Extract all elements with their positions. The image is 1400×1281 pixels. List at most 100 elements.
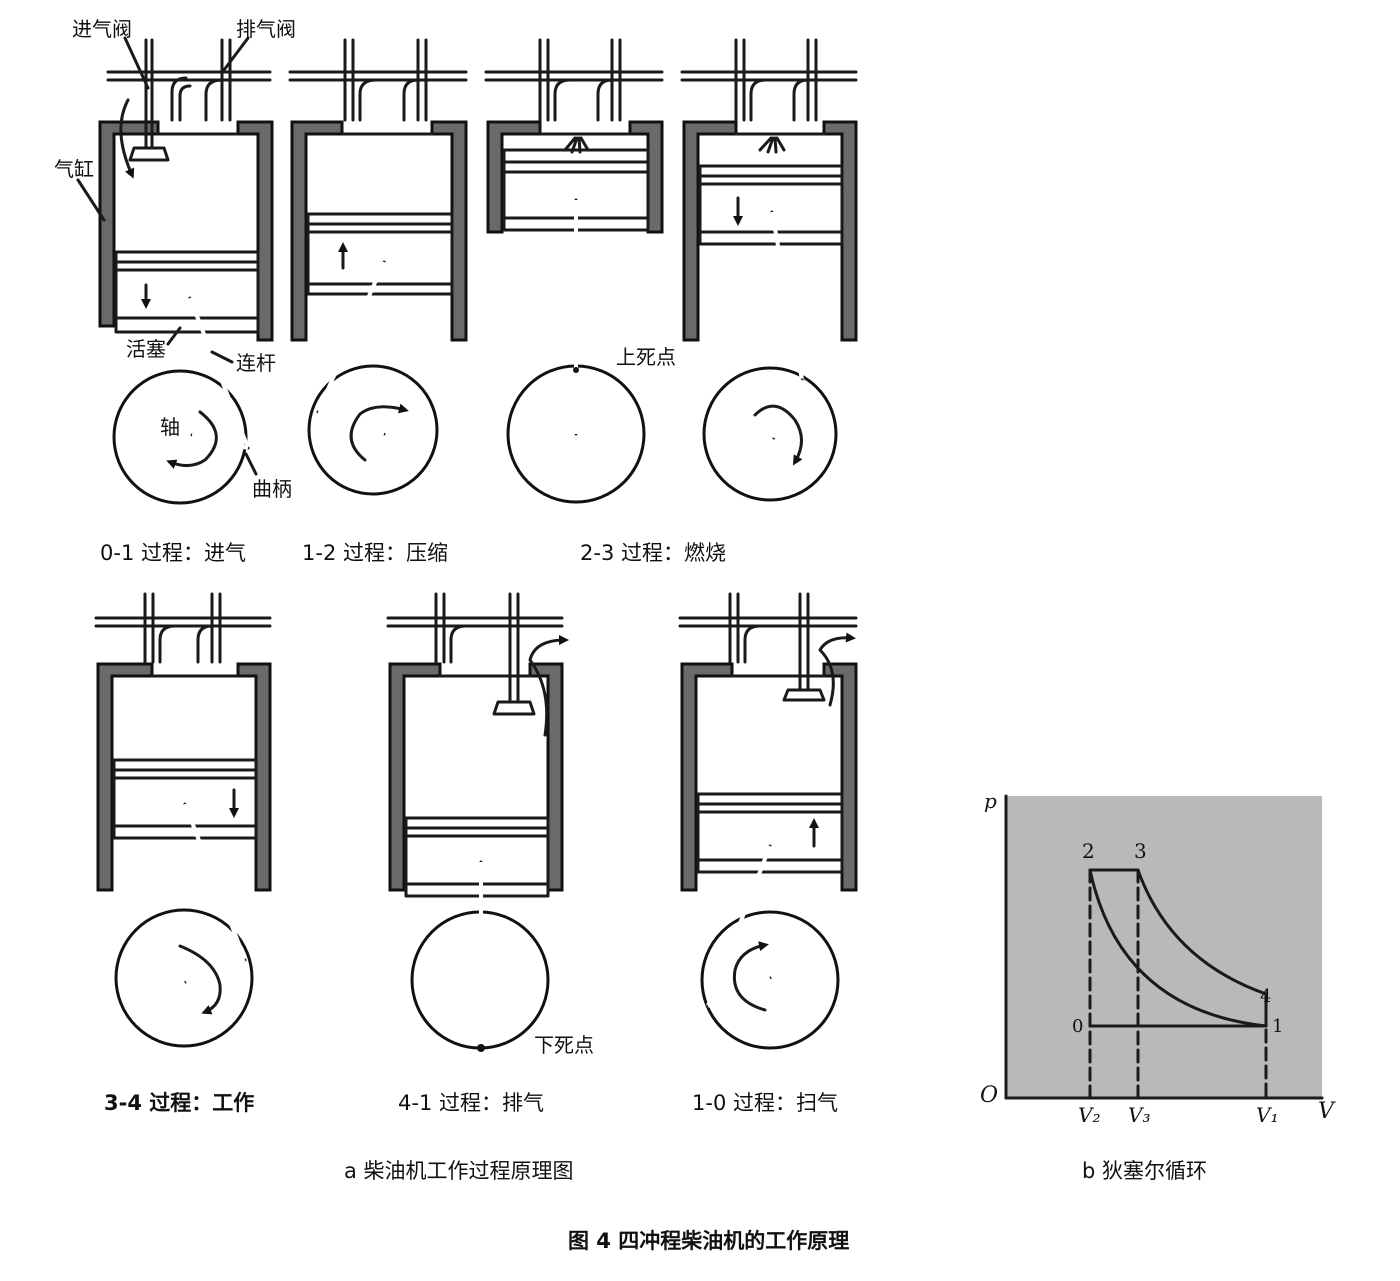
rotation-arrow xyxy=(732,941,769,1012)
intake-valve xyxy=(734,38,768,122)
crank-wheel xyxy=(702,366,838,502)
crank-pin xyxy=(477,1044,485,1052)
y-axis-label: p xyxy=(984,789,997,813)
label-piston: 活塞 xyxy=(126,337,166,361)
cylinder-wall xyxy=(388,662,442,892)
intake-valve-head xyxy=(128,146,170,162)
exhaust-valve xyxy=(402,38,428,122)
process-label-1-0: 1-0 过程：扫气 xyxy=(692,1091,838,1115)
process-label-2-3: 2-3 过程：燃烧 xyxy=(580,541,726,565)
caption-part-b: b 狄塞尔循环 xyxy=(1082,1159,1207,1183)
exhaust-valve-head xyxy=(782,688,826,702)
crank-wheel xyxy=(114,908,254,1048)
engine-power xyxy=(94,592,272,1048)
x-tick-v2: V₂ xyxy=(1078,1103,1100,1127)
process-label-3-4: 3-4 过程：工作 xyxy=(104,1091,254,1115)
connecting-rod-inner xyxy=(183,803,247,961)
point-1-label: 1 xyxy=(1272,1016,1283,1037)
label-intake-valve: 进气阀 xyxy=(72,17,132,41)
rotation-arrow xyxy=(166,410,218,469)
cylinder-wall xyxy=(98,120,160,328)
intake-valve xyxy=(434,592,468,664)
cylinder-wall xyxy=(96,662,154,892)
crank-wheel xyxy=(112,369,248,505)
leader-intake-valve xyxy=(123,36,150,90)
intake-valve xyxy=(343,38,378,122)
intake-valve xyxy=(538,38,572,122)
exhaust-port xyxy=(204,78,224,122)
point-2-label: 2 xyxy=(1082,839,1095,863)
intake-port xyxy=(170,76,192,122)
process-label-1-2: 1-2 过程：压缩 xyxy=(302,541,448,565)
x-axis-label: V xyxy=(1318,1099,1336,1124)
piston xyxy=(698,164,844,246)
curve-1-2 xyxy=(1088,868,1268,1028)
connecting-rod-inner xyxy=(316,261,386,413)
process-label-0-1: 0-1 过程：进气 xyxy=(100,541,246,565)
piston xyxy=(696,792,844,874)
connecting-rod-inner xyxy=(706,845,772,1007)
exhaust-valve xyxy=(196,592,222,664)
piston xyxy=(404,816,550,898)
intake-valve-stem xyxy=(144,38,154,150)
cylinder-wall xyxy=(680,662,734,892)
callout-leaders xyxy=(76,36,258,476)
chart-background xyxy=(1006,796,1322,1098)
crank-arm-inner xyxy=(191,433,249,450)
engine-combustion xyxy=(484,38,664,504)
exhaust-valve-stem xyxy=(798,592,810,692)
leader-rod xyxy=(210,350,234,364)
exhaust-valve-stem xyxy=(508,592,520,704)
label-exhaust-valve: 排气阀 xyxy=(236,17,296,41)
cylinder-wall-right xyxy=(628,120,664,234)
crank-arm-inner xyxy=(317,410,385,436)
curve-3-4 xyxy=(1136,868,1268,996)
piston xyxy=(112,758,258,840)
exhaust-flow-arrow xyxy=(528,635,569,737)
diesel-cycle-chart: 2 3 4 0 1 p O V V₂ V₃ V₁ xyxy=(980,789,1336,1127)
label-shaft: 轴 xyxy=(160,415,180,439)
origin-label: O xyxy=(980,1083,998,1108)
intake-flow-arrow xyxy=(119,98,135,179)
piston xyxy=(306,212,454,296)
exhaust-flow-arrow xyxy=(818,632,856,707)
rotation-arrow xyxy=(349,403,409,462)
label-connecting-rod: 连杆 xyxy=(236,351,276,375)
leader-exhaust-valve xyxy=(222,36,250,72)
engine-compression xyxy=(288,38,468,496)
fuel-spray xyxy=(758,136,786,154)
x-tick-v3: V₃ xyxy=(1128,1103,1150,1127)
leader-cylinder xyxy=(76,178,106,222)
label-tdc: 上死点 xyxy=(616,345,676,369)
caption-part-a: a 柴油机工作过程原理图 xyxy=(344,1159,574,1183)
cylinder-wall xyxy=(682,120,738,342)
piston xyxy=(114,250,260,334)
rotation-arrow xyxy=(178,944,222,1015)
label-crank: 曲柄 xyxy=(252,477,292,501)
connecting-rod-inner xyxy=(188,297,250,449)
cylinder-wall xyxy=(290,120,344,342)
engine-exhaust xyxy=(386,592,569,1052)
crank-arm-inner xyxy=(772,379,804,439)
engine-intake xyxy=(98,38,274,505)
leader-crank xyxy=(244,452,258,476)
exhaust-valve xyxy=(792,38,818,122)
engine-expansion-start xyxy=(680,38,858,502)
intake-valve xyxy=(728,592,762,664)
point-4-label: 4 xyxy=(1260,986,1271,1007)
cylinder-wall xyxy=(486,120,542,234)
crank-pin xyxy=(573,367,579,373)
fuel-spray xyxy=(563,136,590,154)
rotation-arrow xyxy=(753,404,803,466)
point-3-label: 3 xyxy=(1134,839,1147,863)
exhaust-valve-head xyxy=(492,700,536,716)
engine-scavenging xyxy=(678,592,858,1050)
x-tick-v1: V₁ xyxy=(1256,1103,1278,1127)
cylinder-wall-right xyxy=(236,120,274,342)
point-0-label: 0 xyxy=(1072,1016,1083,1037)
label-cylinder: 气缸 xyxy=(54,157,94,181)
exhaust-valve xyxy=(596,38,622,122)
intake-valve xyxy=(143,592,177,664)
label-bdc: 下死点 xyxy=(534,1033,594,1057)
